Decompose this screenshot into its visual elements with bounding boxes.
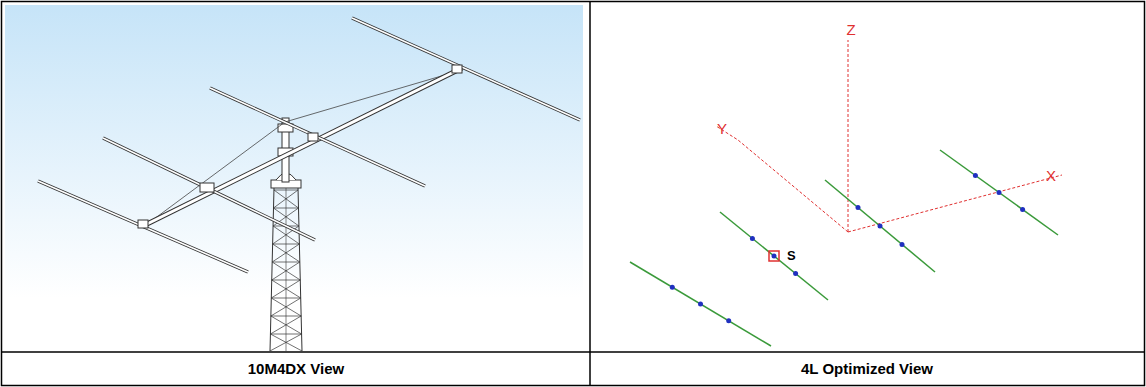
sky-background [5,5,583,298]
axis-label: Z [846,22,855,39]
segment-dots [670,173,1025,323]
mast [278,118,293,182]
row-divider [2,351,1145,353]
wire-model [630,150,1058,346]
segment-dot [900,242,905,247]
segment-dot [772,254,777,259]
segment-dot [856,205,861,210]
segment-dot [878,224,883,229]
segment-dot [793,271,798,276]
segment-dot [1020,207,1025,212]
segment-dot [750,236,755,241]
caption-label: 4L Optimized View [801,361,933,378]
segment-dot [973,173,978,178]
axis-label: Y [717,121,727,138]
coordinate-axes [716,40,1062,232]
source-marker [769,251,779,261]
tower [270,173,302,351]
segment-dot [997,190,1002,195]
caption-label: 10M4DX View [248,361,344,378]
source-label: S [787,249,796,263]
axis-label: X [1046,168,1056,185]
segment-dot [670,285,675,290]
cell-divider [589,2,591,386]
segment-dot [698,302,703,307]
segment-dot [726,318,731,323]
yagi-antenna [38,18,580,272]
